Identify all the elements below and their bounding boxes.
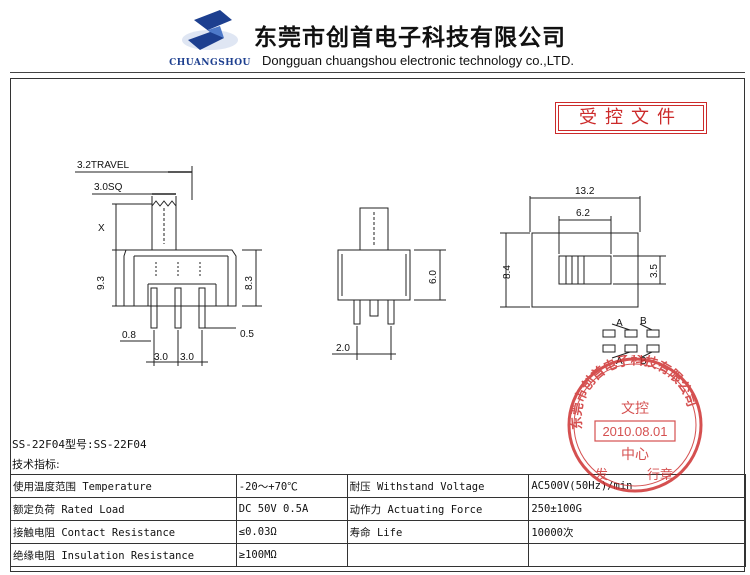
controlled-document-stamp: 受控文件: [555, 102, 707, 134]
spec-cell: 寿命 Life: [346, 520, 530, 544]
document-header: CHUANGSHOU 东莞市创首电子科技有限公司 Dongguan chuang…: [0, 0, 750, 84]
dim-top-length: 13.2: [575, 186, 595, 197]
dim-body-height: 8.3: [244, 276, 255, 290]
seal-top-text: 文控: [621, 401, 649, 417]
logo-text: CHUANGSHOU: [169, 58, 251, 68]
spec-cell: 10000次: [528, 520, 746, 544]
seal-side-left: 发: [595, 467, 608, 483]
seal-date: 2010.08.01: [602, 424, 667, 439]
dim-actuator-sq: 3.0SQ: [94, 182, 123, 193]
circuit-label-b-bottom: B: [640, 356, 647, 367]
spec-cell: -20～+70℃: [235, 474, 348, 498]
spec-cell: ≥100MΩ: [235, 543, 348, 567]
dim-side-height: 6.0: [428, 270, 439, 284]
spec-title: 技术指标:: [12, 458, 60, 471]
drawing-frame: [10, 78, 745, 572]
company-name-english: Dongguan chuangshou electronic technolog…: [262, 53, 574, 68]
circuit-label-b-top: B: [640, 316, 647, 327]
circuit-label-a-top: A: [616, 318, 623, 329]
dim-x: X: [98, 223, 105, 234]
dim-pitch-right: 3.0: [180, 352, 194, 363]
model-line: SS-22F04型号:SS-22F04: [12, 438, 147, 451]
spec-cell: 250±100G: [528, 497, 746, 521]
seal-side-right: 行章: [647, 467, 673, 483]
spec-cell: 使用温度范围 Temperature: [10, 474, 237, 498]
dim-total-height: 9.3: [96, 276, 107, 290]
spec-cell: 接触电阻 Contact Resistance: [10, 520, 237, 544]
dim-pitch-left: 3.0: [154, 352, 168, 363]
company-name-chinese: 东莞市创首电子科技有限公司: [254, 25, 566, 51]
spec-cell: [346, 543, 530, 567]
spec-cell: ≤0.03Ω: [235, 520, 348, 544]
spec-cell: 额定负荷 Rated Load: [10, 497, 237, 521]
spec-cell: 耐压 Withstand Voltage: [346, 474, 530, 498]
spec-cell: 动作力 Actuating Force: [346, 497, 530, 521]
header-divider: [10, 72, 745, 73]
spec-cell: DC 50V 0.5A: [235, 497, 348, 521]
company-logo-icon: [182, 10, 238, 50]
seal-bottom-text: 中心: [621, 447, 649, 463]
dim-pin-gap: 0.5: [240, 329, 254, 340]
dim-side-pin-offset: 2.0: [336, 343, 350, 354]
dim-top-knob: 3.5: [649, 264, 660, 278]
spec-cell: 绝缘电阻 Insulation Resistance: [10, 543, 237, 567]
red-seal-stamp: 东莞市创首电子科技有限公司 文控 2010.08.01 中心 发 行章: [567, 355, 703, 493]
table-row: 额定负荷 Rated Load DC 50V 0.5A 动作力 Actuatin…: [10, 497, 746, 521]
dim-top-slot: 6.2: [576, 208, 590, 219]
dim-travel: 3.2TRAVEL: [77, 160, 129, 171]
circuit-diagram: [602, 323, 660, 359]
dim-pin-width: 0.8: [122, 330, 136, 341]
side-view: [332, 207, 446, 360]
table-row: 接触电阻 Contact Resistance ≤0.03Ω 寿命 Life 1…: [10, 520, 746, 544]
dim-top-width: 8.4: [502, 265, 513, 279]
table-row: 绝缘电阻 Insulation Resistance ≥100MΩ: [10, 543, 746, 567]
spec-cell: [528, 543, 746, 567]
seal-ring-text: 东莞市创首电子科技有限公司: [569, 355, 699, 430]
top-view: [500, 196, 666, 308]
front-view: [75, 166, 262, 366]
